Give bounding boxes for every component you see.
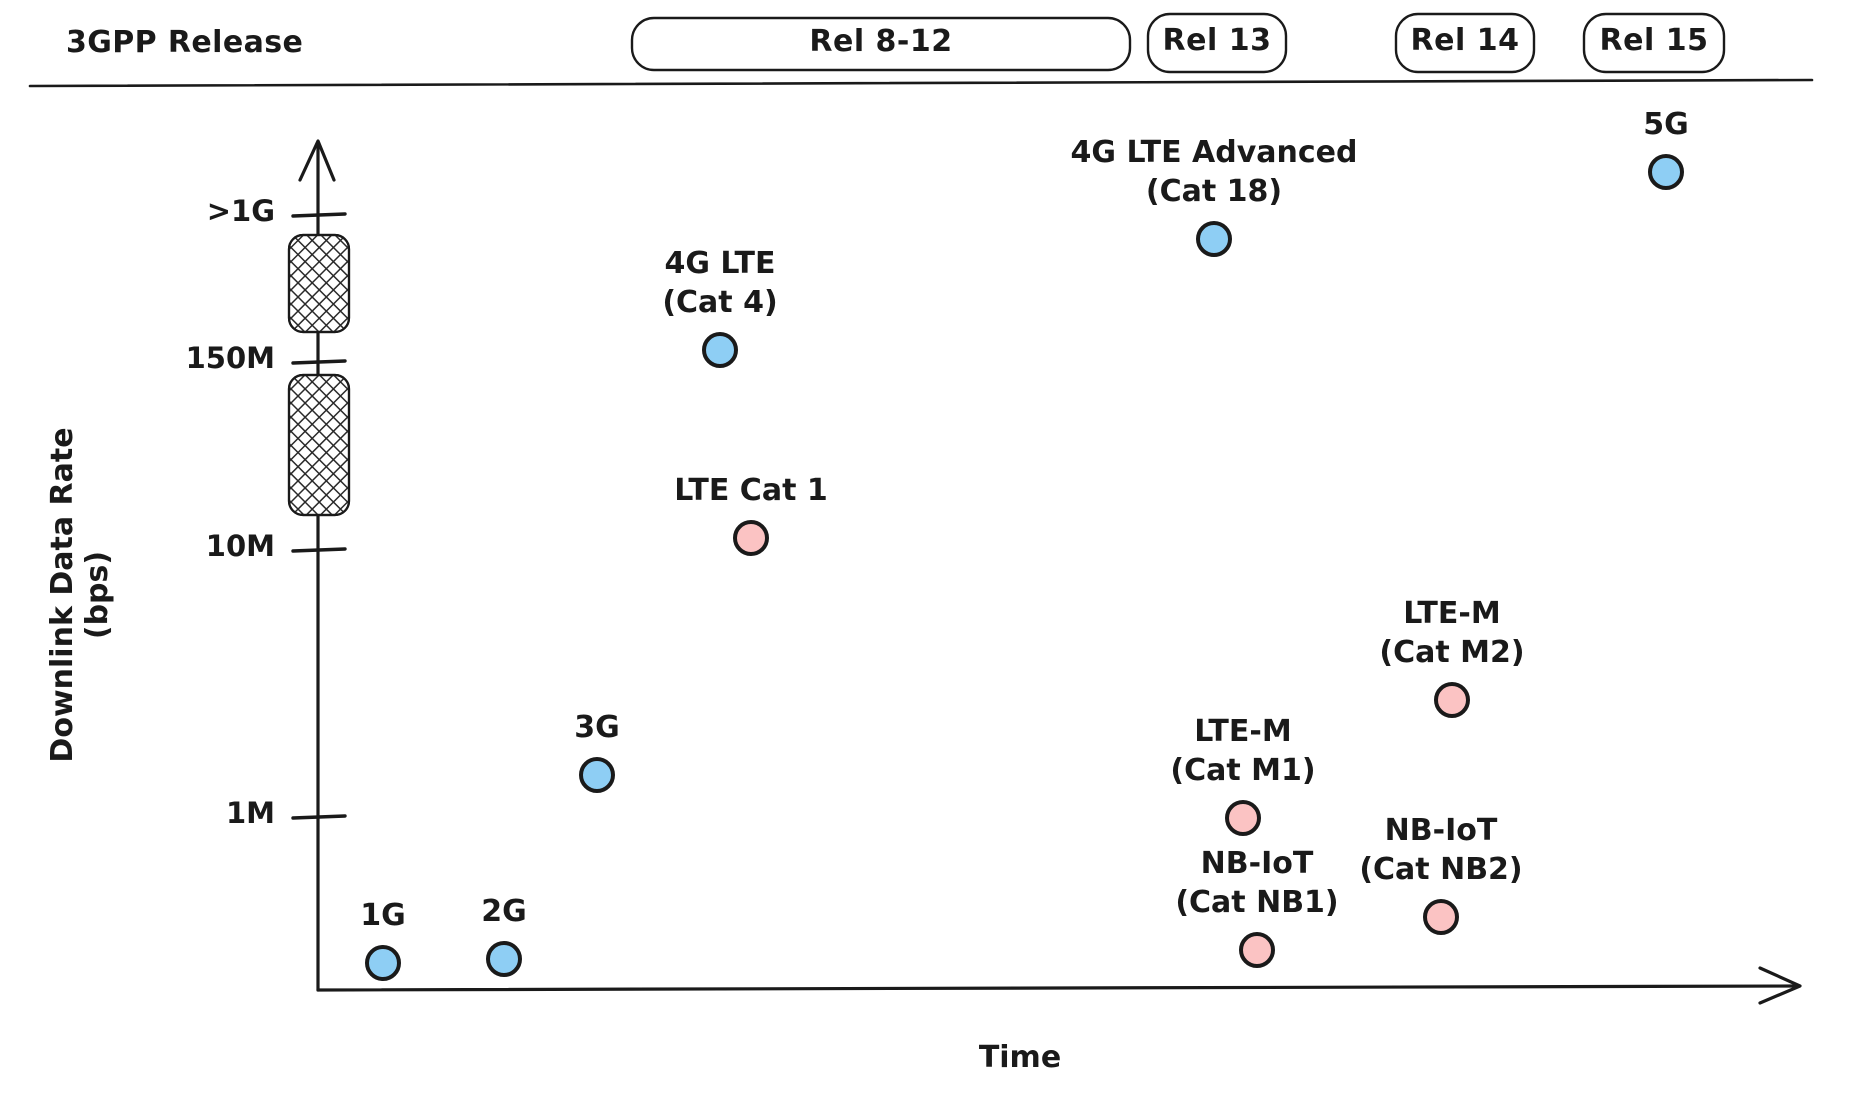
data-point-5g[interactable] bbox=[1648, 154, 1684, 190]
data-point-label-line: (Cat NB1) bbox=[1175, 885, 1339, 920]
data-point-nb-iot-cat-nb1[interactable] bbox=[1239, 932, 1275, 968]
data-point-label-line: (Cat 4) bbox=[662, 285, 778, 320]
data-point-label-lte-m-cat-m1: LTE-M (Cat M1) bbox=[1003, 712, 1483, 790]
data-point-label-line: NB-IoT bbox=[1384, 813, 1498, 848]
data-point-label-nb-iot-cat-nb1: NB-IoT (Cat NB1) bbox=[1017, 844, 1497, 922]
release-label-rel-13[interactable]: Rel 13 bbox=[1162, 23, 1272, 58]
data-point-label-1g: 1G bbox=[143, 896, 623, 935]
data-point-label-line: LTE-M bbox=[1403, 596, 1501, 631]
x-axis bbox=[316, 966, 1802, 1005]
data-point-label-line: 1G bbox=[360, 898, 406, 933]
y-tick-label-150m: 150M bbox=[185, 341, 275, 375]
y-tick-label-1g: >1G bbox=[206, 194, 275, 228]
data-point-label-4g-lte-cat-4: 4G LTE (Cat 4) bbox=[480, 244, 960, 322]
header-divider bbox=[28, 78, 1814, 88]
data-point-4g-lte-cat-4[interactable] bbox=[702, 332, 738, 368]
axis-break-group bbox=[287, 233, 351, 517]
y-tick-label-1m: 1M bbox=[225, 796, 275, 830]
data-points-group bbox=[365, 154, 1684, 981]
data-point-label-4g-lte-advanced-cat-18: 4G LTE Advanced (Cat 18) bbox=[974, 133, 1454, 211]
data-point-lte-m-cat-m1[interactable] bbox=[1225, 800, 1261, 836]
data-point-3g[interactable] bbox=[579, 757, 615, 793]
data-point-lte-m-cat-m2[interactable] bbox=[1434, 682, 1470, 718]
release-box-rel-15[interactable] bbox=[1582, 12, 1726, 74]
release-label-rel-8-12[interactable]: Rel 8-12 bbox=[809, 24, 953, 59]
data-point-4g-lte-advanced-cat-18[interactable] bbox=[1196, 221, 1232, 257]
data-point-label-2g: 2G bbox=[264, 892, 744, 931]
release-label-rel-14[interactable]: Rel 14 bbox=[1410, 23, 1520, 58]
data-point-1g[interactable] bbox=[365, 945, 401, 981]
data-point-label-line: 4G LTE bbox=[664, 246, 776, 281]
release-boxes-group bbox=[630, 12, 1726, 74]
data-point-label-line: NB-IoT bbox=[1200, 846, 1314, 881]
axis-break-upper-cross bbox=[287, 233, 351, 334]
data-point-label-nb-iot-cat-nb2: NB-IoT (Cat NB2) bbox=[1201, 811, 1681, 889]
data-point-label-line: 5G bbox=[1643, 107, 1689, 142]
data-point-label-lte-cat-1: LTE Cat 1 bbox=[511, 471, 991, 510]
data-point-label-3g: 3G bbox=[357, 708, 837, 747]
axis-break-lower-cross bbox=[287, 373, 351, 517]
y-axis-ticks-group bbox=[291, 212, 347, 820]
y-tick-1m bbox=[291, 814, 347, 820]
y-tick-10m bbox=[291, 547, 347, 553]
data-point-nb-iot-cat-nb2[interactable] bbox=[1423, 899, 1459, 935]
release-box-rel-14[interactable] bbox=[1394, 12, 1536, 74]
y-axis-label: Downlink Data Rate (bps) bbox=[45, 427, 115, 763]
y-tick-label-10m: 10M bbox=[205, 529, 275, 563]
y-tick-1g bbox=[291, 212, 347, 218]
data-point-label-line: LTE Cat 1 bbox=[674, 473, 828, 508]
data-point-label-line: LTE-M bbox=[1194, 714, 1292, 749]
page-title: 3GPP Release bbox=[66, 25, 304, 60]
data-point-label-line: 3G bbox=[574, 710, 620, 745]
release-box-rel-13[interactable] bbox=[1146, 12, 1288, 74]
data-point-label-line: (Cat M2) bbox=[1379, 635, 1525, 670]
release-label-rel-15[interactable]: Rel 15 bbox=[1599, 23, 1709, 58]
data-point-lte-cat-1[interactable] bbox=[733, 520, 769, 556]
data-point-label-line: 4G LTE Advanced bbox=[1070, 135, 1358, 170]
data-point-label-line: (Cat 18) bbox=[1145, 174, 1283, 209]
release-box-rel-8-12[interactable] bbox=[630, 16, 1132, 72]
data-point-label-lte-m-cat-m2: LTE-M (Cat M2) bbox=[1212, 594, 1692, 672]
x-axis-label: Time bbox=[978, 1040, 1062, 1075]
data-point-label-line: 2G bbox=[481, 894, 527, 929]
data-point-label-line: (Cat NB2) bbox=[1359, 852, 1523, 887]
data-point-label-line: (Cat M1) bbox=[1170, 753, 1316, 788]
y-tick-150m bbox=[291, 359, 347, 365]
data-point-2g[interactable] bbox=[486, 941, 522, 977]
data-point-label-5g: 5G bbox=[1426, 105, 1852, 144]
